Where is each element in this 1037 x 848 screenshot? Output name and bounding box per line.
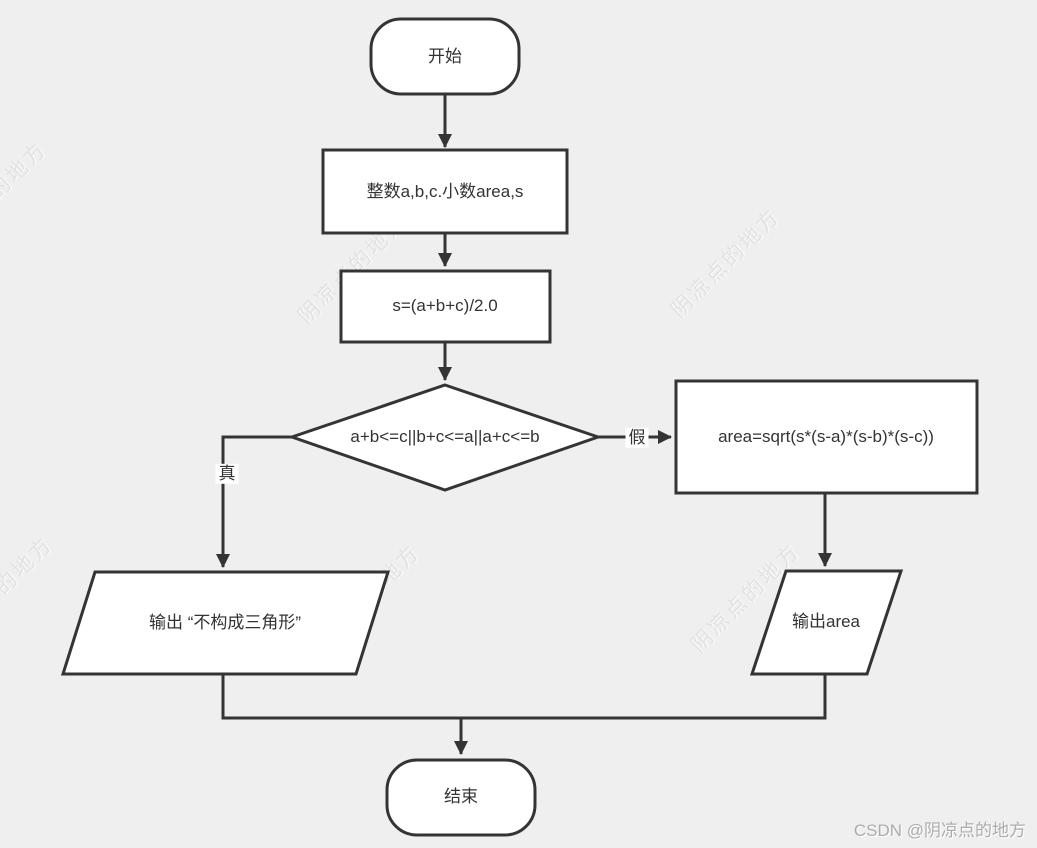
edge-condition-true: [216, 435, 292, 568]
output-not-triangle-parallelogram: [60, 570, 391, 676]
declare-label: 整数a,b,c.小数area,s: [366, 181, 524, 201]
true-branch-label: 真: [215, 463, 239, 485]
declare-process-box: [321, 148, 569, 235]
area-formula-label: area=sqrt(s*(s-a)*(s-b)*(s-c)): [718, 426, 934, 446]
half-perimeter-label: s=(a+b+c)/2.0: [392, 295, 498, 315]
condition-label: a+b<=c||b+c<=a||a+c<=b: [350, 426, 540, 446]
assign-process-box: [339, 269, 552, 344]
area-process-box: [674, 379, 979, 495]
output-not-triangle-label: 输出 “不构成三角形”: [148, 612, 302, 632]
output-area-label: 输出area: [791, 611, 861, 631]
condition-diamond: [287, 383, 603, 492]
end-label: 结束: [444, 786, 478, 806]
csdn-credit-watermark: CSDN @阴凉点的地方: [853, 821, 1026, 840]
end-terminator: [385, 758, 537, 837]
start-terminator: [369, 17, 521, 96]
false-branch-label: 假: [625, 427, 649, 449]
start-label: 开始: [428, 46, 462, 66]
edge-merge-line: [221, 674, 827, 720]
output-area-parallelogram: [749, 569, 904, 676]
